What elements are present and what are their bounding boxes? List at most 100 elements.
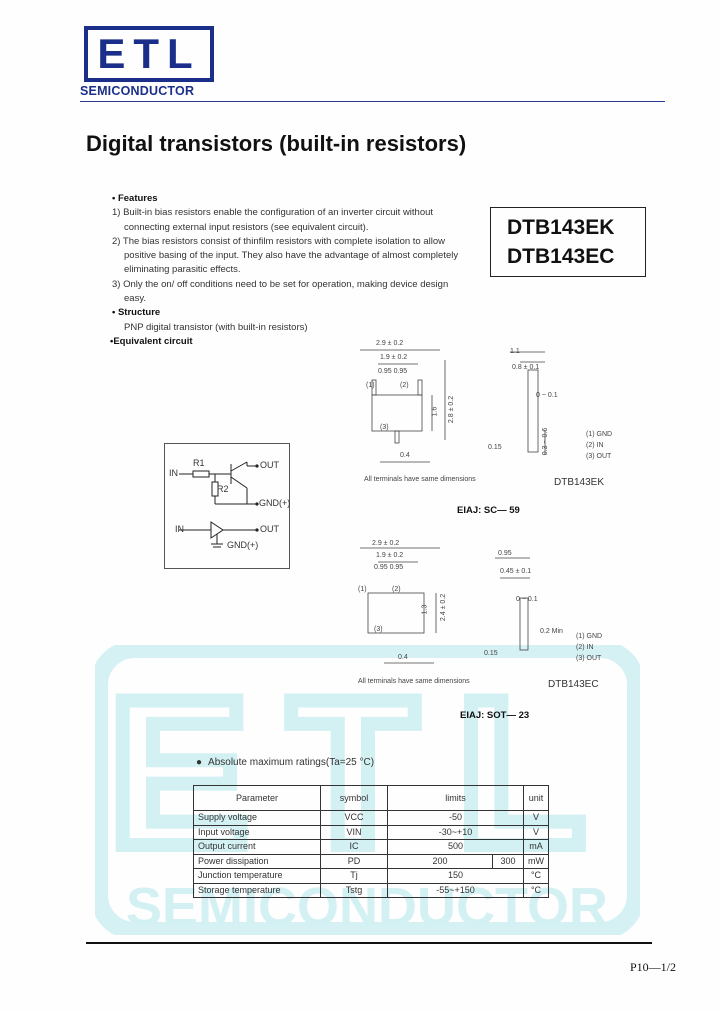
eiaj-label: EIAJ: SC— 59: [457, 505, 520, 516]
dim-label: 0 ~ 0.1: [536, 392, 558, 399]
dim-label: 1.9 ± 0.2: [380, 354, 408, 361]
symbol-cell: Tj: [320, 868, 388, 884]
feature-line: easy.: [124, 293, 147, 305]
dim-label: 0.15: [484, 650, 498, 657]
circuit-gnd-label: GND(+): [227, 540, 259, 550]
column-header: limits: [387, 785, 524, 811]
symbol-cell: Tstg: [320, 882, 388, 898]
feature-line: positive basing of the input. They also …: [124, 250, 459, 262]
dim-label: 1.6: [431, 406, 439, 417]
dim-label: 0.95 0.95: [374, 564, 404, 571]
dim-label: 0.15: [488, 444, 502, 451]
dim-label: 1.9 ± 0.2: [376, 552, 404, 559]
limit-cell: -55~+150: [387, 882, 524, 898]
pin-label: (1): [366, 382, 375, 389]
param-cell: Power dissipation: [193, 853, 321, 869]
dim-label: 1.3: [421, 604, 429, 615]
limit-cell: 200: [387, 853, 493, 869]
symbol-cell: VCC: [320, 810, 388, 826]
param-cell: Output current: [193, 839, 321, 855]
circuit-r1-label: R1: [193, 458, 205, 468]
table-row: Junction temperature Tj 150 °C: [193, 868, 549, 884]
column-header: unit: [523, 785, 549, 811]
dim-label: 0.95: [498, 550, 512, 557]
unit-cell: mA: [523, 839, 549, 855]
limit-cell: 300: [492, 853, 524, 869]
dim-label: 1.1: [510, 348, 520, 355]
equivalent-heading: •Equivalent circuit: [110, 336, 193, 347]
circuit-in-label: IN: [175, 524, 184, 534]
column-header: symbol: [320, 785, 388, 811]
pin-label: (2): [400, 382, 409, 389]
feature-line: connecting external input resistors (see…: [124, 221, 369, 233]
structure-text: PNP digital transistor (with built-in re…: [124, 321, 308, 333]
unit-cell: °C: [523, 882, 549, 898]
unit-cell: V: [523, 824, 549, 840]
dim-label: 2.9 ± 0.2: [376, 340, 404, 347]
limit-cell: -50: [387, 810, 524, 826]
footer-divider: [86, 942, 652, 944]
equivalent-circuit: IN R1 R2 OUT GND(+) IN OUT GND(+): [164, 443, 290, 569]
pin-label: (1): [358, 586, 367, 593]
pin-label: (3): [380, 424, 389, 431]
header-divider: [80, 101, 665, 102]
feature-line: 3) Only the on/ off conditions need to b…: [112, 278, 449, 290]
pin-label: (3): [374, 626, 383, 633]
pin-legend: (2) IN: [576, 644, 594, 651]
dim-label: 0.45 ± 0.1: [500, 568, 532, 575]
pin-legend: (1) GND: [586, 431, 613, 438]
ratings-heading-text: Absolute maximum ratings(Ta=25 °C): [208, 757, 375, 768]
unit-cell: V: [523, 810, 549, 826]
dim-label: 2.4 ± 0.2: [440, 593, 448, 622]
circuit-in-label: IN: [169, 468, 178, 478]
circuit-schematic: [179, 461, 259, 548]
ratings-table: Parameter symbol limits unit Supply volt…: [193, 785, 549, 898]
dim-label: 2.8 ± 0.2: [448, 395, 456, 424]
pin-legend: (3) OUT: [586, 453, 612, 460]
symbol-cell: PD: [320, 853, 388, 869]
feature-line: eliminating parasitic effects.: [124, 264, 241, 276]
dim-label: 0.3 ~ 0.6: [542, 427, 550, 456]
param-cell: Storage temperature: [193, 882, 321, 898]
circuit-out-label: OUT: [260, 524, 279, 534]
table-row: Input voltage VIN -30~+10 V: [193, 824, 549, 840]
dim-label: 0 ~ 0.1: [516, 596, 538, 603]
table-row: Power dissipation PD 200 300 mW: [193, 853, 549, 869]
page-title: Digital transistors (built-in resistors): [86, 131, 467, 156]
logo-subtitle: SEMICONDUCTOR: [80, 84, 195, 98]
dim-label: 0.4: [400, 452, 410, 459]
table-row: Supply voltage VCC -50 V: [193, 810, 549, 826]
table-row: Output current IC 500 mA: [193, 839, 549, 855]
limit-cell: -30~+10: [387, 824, 524, 840]
feature-line: 1) Built-in bias resistors enable the co…: [112, 207, 434, 219]
dim-label: 0.4: [398, 654, 408, 661]
package-drawing-ec: 2.9 ± 0.2 1.9 ± 0.2 0.95 0.95 (1) (2) (3…: [350, 538, 650, 698]
eiaj-label: EIAJ: SOT— 23: [460, 710, 530, 721]
pin-legend: (1) GND: [576, 633, 603, 640]
dim-label: 0.2 Min: [540, 628, 563, 635]
dim-label: 0.8 ± 0.1: [512, 364, 540, 371]
limit-cell: 500: [387, 839, 524, 855]
package-name: DTB143EC: [548, 679, 599, 690]
package-outline: [360, 547, 530, 664]
company-logo: ETL: [84, 26, 214, 82]
unit-cell: mW: [523, 853, 549, 869]
logo-letters: ETL: [97, 30, 201, 77]
param-cell: Supply voltage: [193, 810, 321, 826]
bullet-icon: ●: [196, 757, 203, 768]
circuit-out-label: OUT: [260, 460, 279, 470]
pin-legend: (2) IN: [586, 442, 604, 449]
features-heading: • Features: [112, 193, 158, 204]
param-cell: Junction temperature: [193, 868, 321, 884]
symbol-cell: IC: [320, 839, 388, 855]
param-cell: Input voltage: [193, 824, 321, 840]
part-number: DTB143EC: [507, 245, 615, 268]
symbol-cell: VIN: [320, 824, 388, 840]
dim-label: 0.95 0.95: [378, 368, 408, 375]
package-drawing-ek: 2.9 ± 0.2 1.9 ± 0.2 0.95 0.95 (1) (2) (3…: [350, 340, 650, 520]
table-row: Storage temperature Tstg -55~+150 °C: [193, 882, 549, 898]
package-outline: [360, 349, 546, 463]
structure-heading: • Structure: [112, 307, 161, 319]
features-section: • Features 1) Built-in bias resistors en…: [112, 192, 472, 335]
dim-label: 2.9 ± 0.2: [372, 540, 400, 547]
